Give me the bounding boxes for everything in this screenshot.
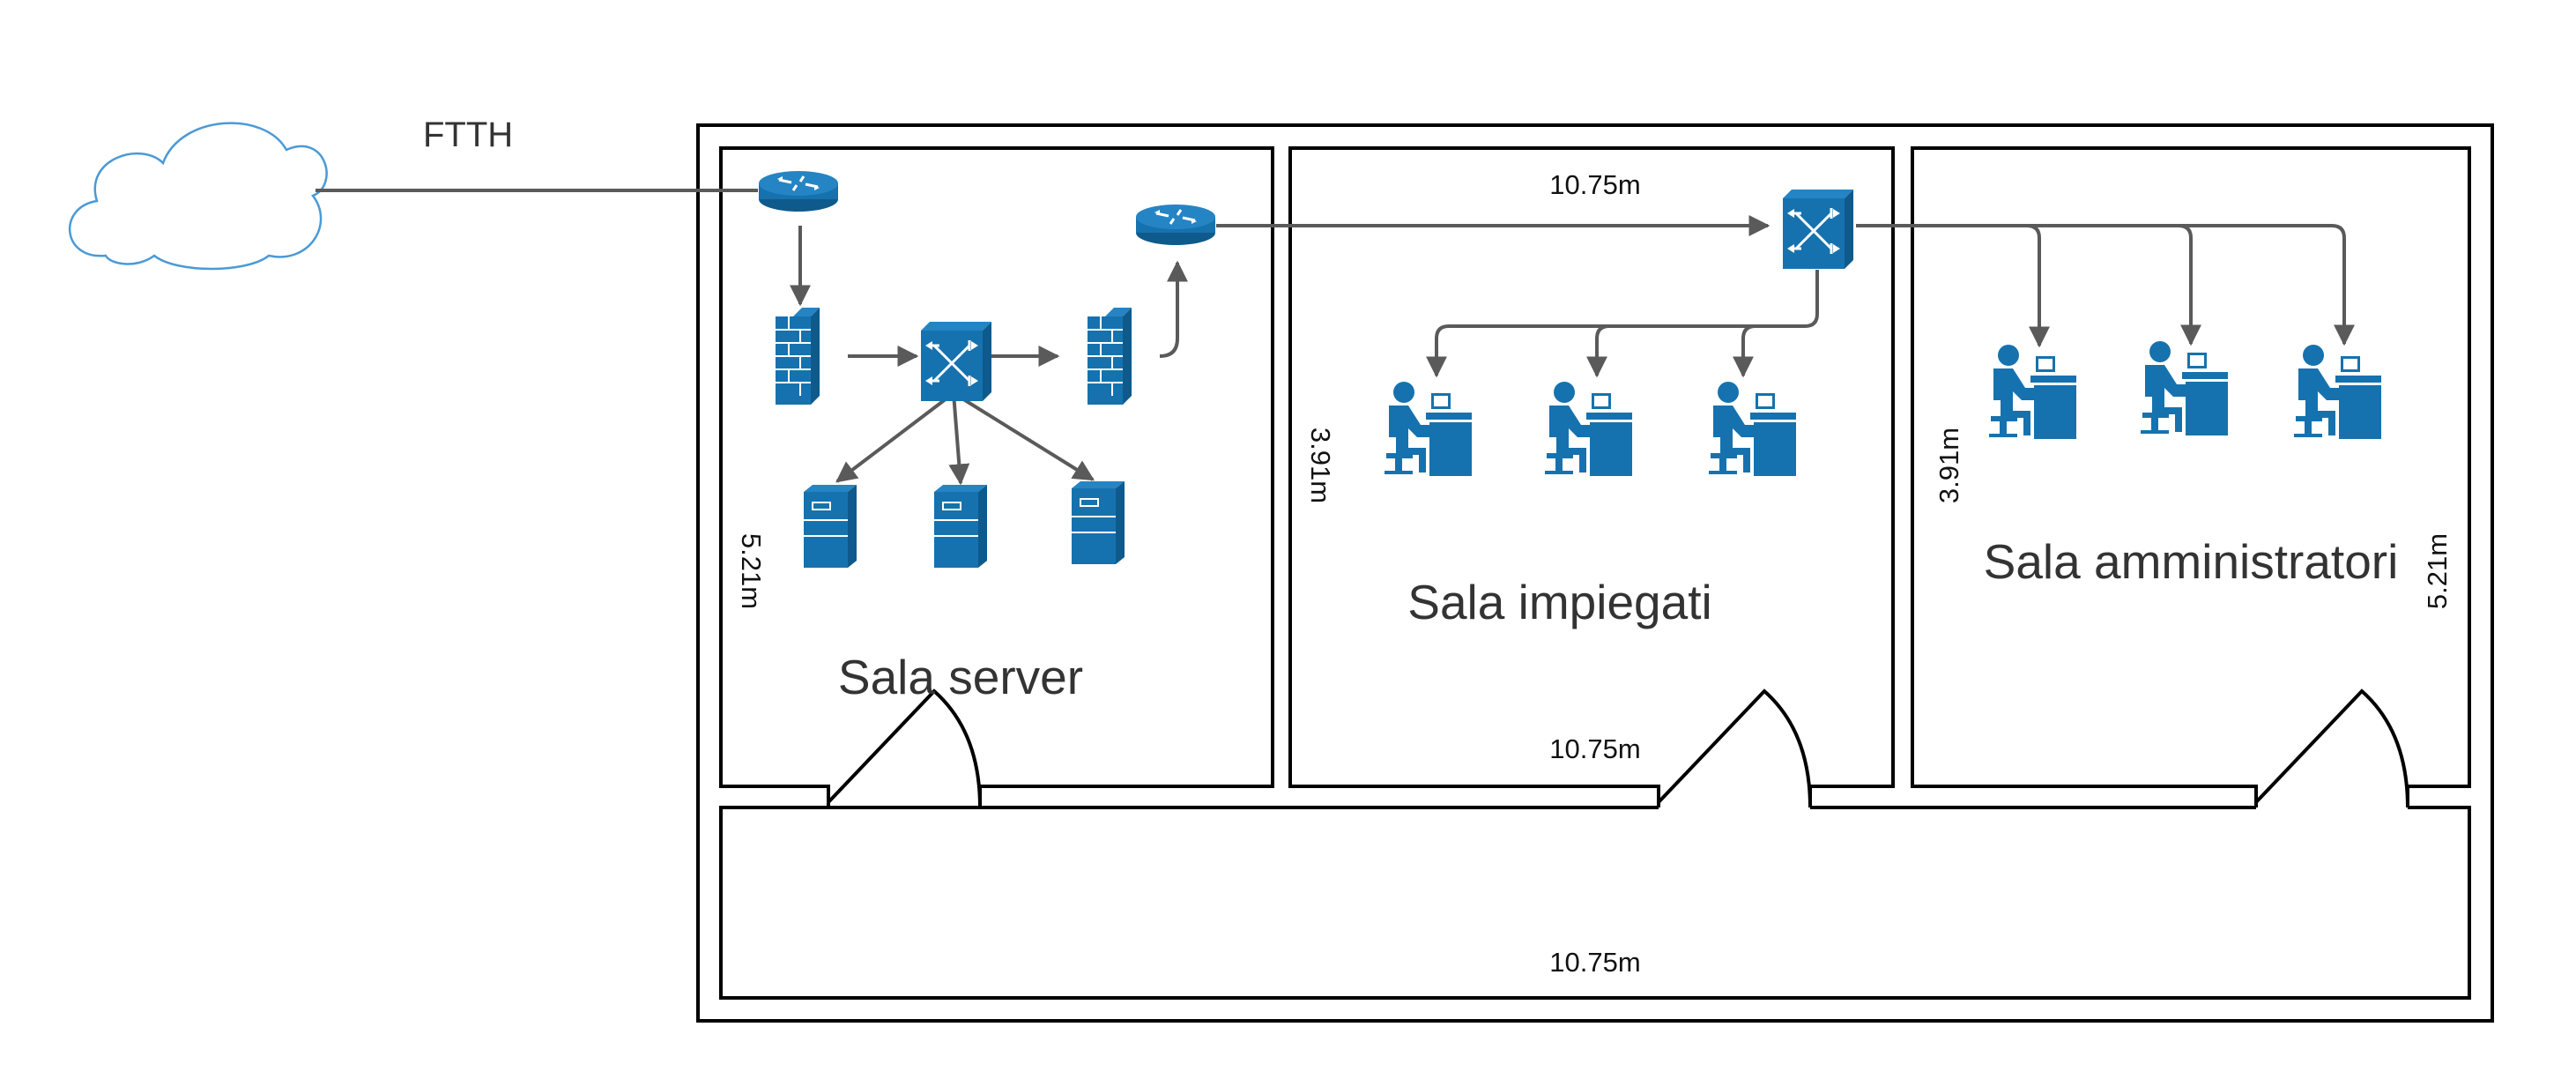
cloud-icon: [68, 122, 328, 271]
firewall-icon: [775, 307, 820, 406]
link-switch-server3: [952, 391, 1095, 481]
room-title-server: Sala server: [838, 650, 1083, 704]
room-title-employees: Sala impiegati: [1407, 575, 1711, 629]
building-outer-wall: [696, 123, 2494, 1023]
router-icon: [1134, 203, 1217, 247]
workstation-user-icon: [1708, 381, 1797, 477]
workstation-user-icon: [1988, 344, 2077, 440]
dimension-server-height: 5.21m: [736, 533, 767, 609]
link-mainswitch-admin2: [2027, 224, 2201, 346]
workstation-user-icon: [1544, 381, 1633, 477]
building-walls: [696, 123, 2494, 1023]
door-employees: [1657, 688, 1812, 808]
server-icon: [803, 484, 857, 569]
link-mainswitch-employee3: [1733, 324, 1756, 378]
link-firewall2-router2: [1159, 260, 1188, 358]
room-title-admins: Sala amministratori: [1984, 534, 2399, 589]
ftth-label: FTTH: [423, 115, 513, 154]
corridor-wall: [719, 806, 2471, 1000]
switch-icon: [919, 320, 993, 403]
link-switch-server2: [948, 392, 970, 486]
door-admins: [2254, 688, 2409, 808]
workstation-user-icon: [2140, 340, 2229, 436]
dimension-admins-left: 3.91m: [1934, 428, 1964, 503]
dimension-corridor-bottom: 10.75m: [1549, 947, 1640, 978]
link-mainswitch-employee2: [1586, 324, 1610, 378]
firewall-icon: [1087, 307, 1132, 406]
dimension-employees-bottom: 10.75m: [1549, 733, 1640, 764]
workstation-user-icon: [2293, 344, 2382, 440]
router-icon: [757, 169, 840, 213]
link-switch-server1: [835, 391, 955, 483]
workstation-user-icon: [1384, 381, 1473, 477]
link-mainswitch-admin3: [2179, 224, 2355, 346]
server-icon: [933, 484, 988, 569]
network-links: [316, 189, 2355, 486]
link-mainswitch-employee1: [1426, 270, 1819, 378]
link-mainswitch-admin1: [1856, 224, 2050, 348]
dimension-admins-right: 5.21m: [2422, 533, 2453, 609]
dimension-employees-top: 10.75m: [1549, 169, 1640, 200]
door-server: [827, 688, 982, 808]
server-icon: [1071, 480, 1125, 565]
dimension-employees-side: 3.91m: [1305, 428, 1336, 503]
switch-icon: [1781, 188, 1855, 271]
